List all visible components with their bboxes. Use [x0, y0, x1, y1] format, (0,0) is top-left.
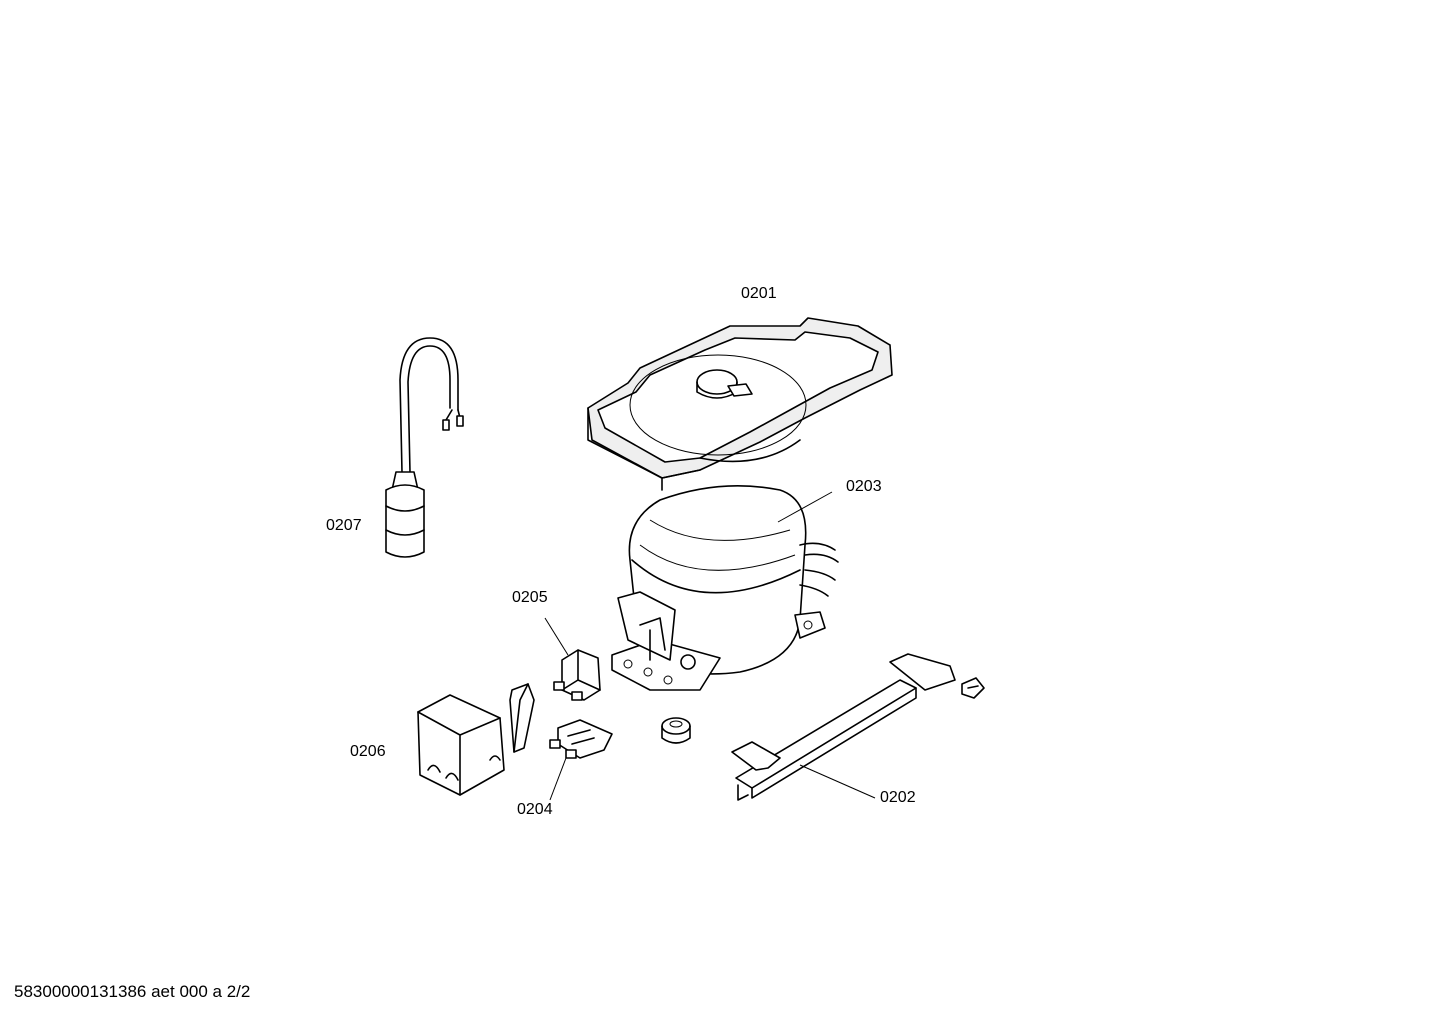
overload-protector-part-0204 [549, 719, 613, 759]
part-label-0202: 0202 [880, 789, 916, 806]
compressor-part-0203 [611, 484, 839, 691]
leader-line-0205 [544, 617, 569, 656]
rail-clip [961, 677, 985, 699]
part-label-0205: 0205 [512, 589, 548, 606]
starter-relay-part-0205 [553, 649, 601, 701]
part-label-0206: 0206 [350, 743, 386, 760]
mounting-rail-part-0202 [731, 653, 956, 801]
part-label-0204: 0204 [517, 801, 553, 818]
spring-clamp [509, 683, 535, 753]
leader-line-0202 [799, 764, 876, 799]
drip-tray-part-0201 [587, 317, 893, 491]
leader-line-0203 [777, 491, 833, 523]
rubber-grommet [661, 717, 691, 744]
part-label-0203: 0203 [846, 478, 882, 495]
part-label-0201: 0201 [741, 285, 777, 302]
capacitor-part-0207 [385, 337, 464, 558]
leader-line-0204 [549, 757, 567, 801]
part-label-0207: 0207 [326, 517, 362, 534]
terminal-cover-part-0206 [417, 694, 505, 796]
document-reference-footer: 58300000131386 aet 000 a 2/2 [14, 982, 251, 1001]
